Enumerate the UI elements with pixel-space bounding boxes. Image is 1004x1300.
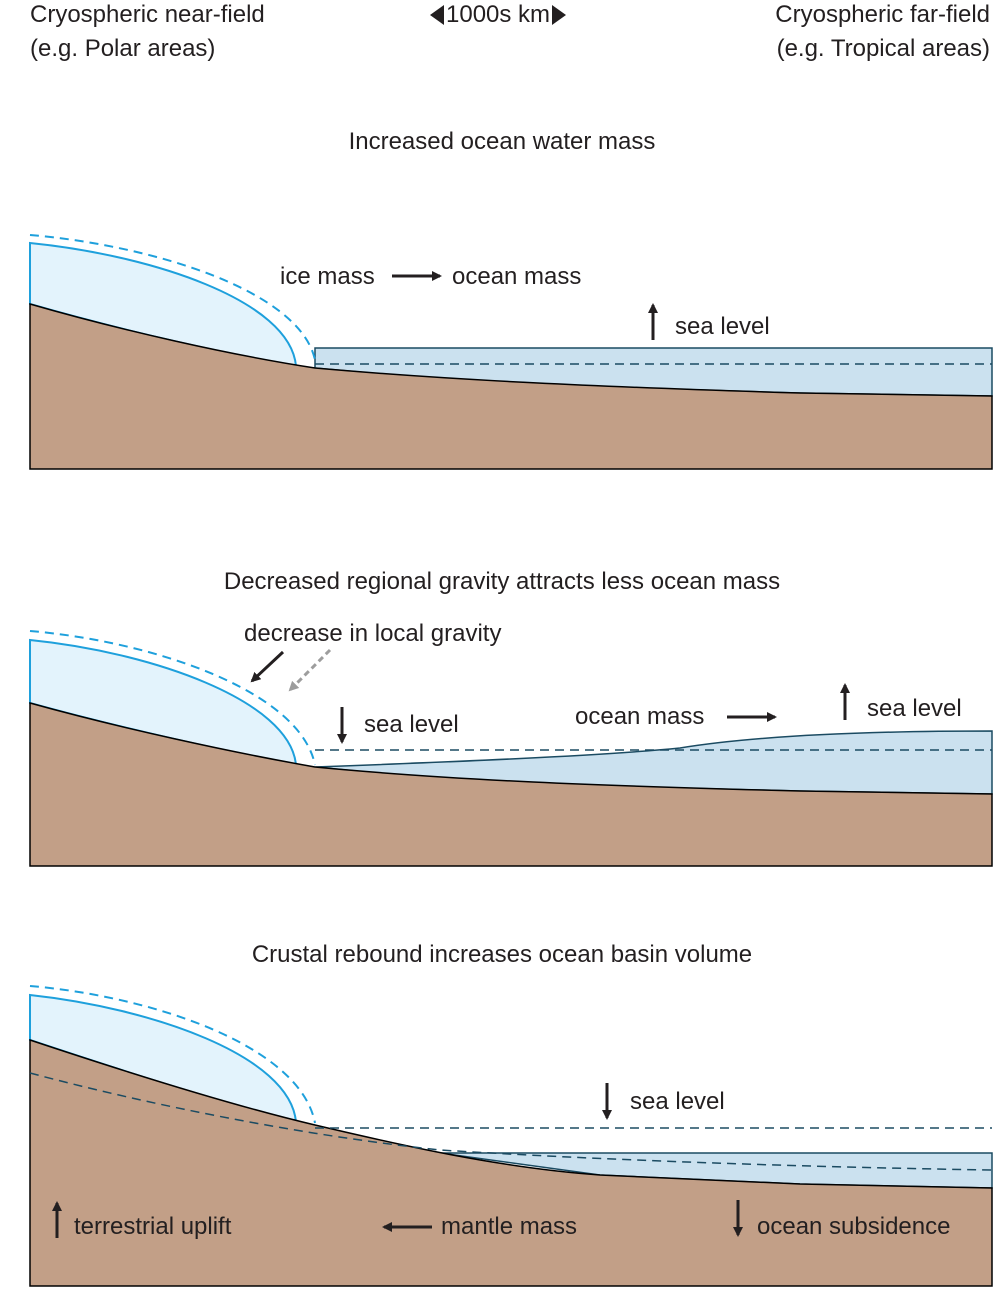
gravity-decrease-gray-arrow [288, 648, 332, 692]
sea-level-down-label: sea level [364, 711, 459, 738]
near-field-label: Cryospheric near-field (e.g. Polar areas… [30, 0, 265, 66]
sea-level-up-label: sea level [867, 695, 962, 722]
panel-3: sea level terrestrial uplift mantle mass… [29, 985, 993, 1287]
former-ground-surface [29, 1072, 993, 1171]
scale-indicator: 1000s km [430, 0, 567, 32]
near-field-title: Cryospheric near-field [30, 1, 265, 28]
ocean-water [314, 730, 993, 795]
panel-1-title: Increased ocean water mass [348, 128, 656, 155]
ground [29, 1038, 993, 1287]
ice-mass-label: ice mass [280, 263, 375, 290]
ground [29, 702, 993, 867]
former-ice-outline [29, 985, 316, 1124]
far-field-example: (e.g. Tropical areas) [776, 35, 990, 62]
near-field-example: (e.g. Polar areas) [30, 35, 216, 62]
panel-1: ice mass ocean mass sea level [29, 234, 993, 470]
panel-3-title: Crustal rebound increases ocean basin vo… [251, 941, 753, 968]
former-ice-outline [29, 234, 316, 361]
mantle-mass-label: mantle mass [441, 1213, 577, 1240]
former-ice-outline [29, 630, 316, 766]
panel-2: decrease in local gravity sea level ocea… [29, 620, 993, 867]
scale-label: 1000s km [446, 1, 551, 28]
ocean-mass-label: ocean mass [452, 263, 581, 290]
far-field-label: Cryospheric far-field (e.g. Tropical are… [775, 0, 990, 66]
arrow-left-icon [430, 5, 444, 25]
ocean-subsidence-label: ocean subsidence [757, 1213, 950, 1240]
sea-level-label: sea level [675, 313, 770, 340]
terrestrial-uplift-label: terrestrial uplift [74, 1213, 232, 1240]
arrow-right-icon [552, 5, 567, 25]
ground [29, 303, 993, 470]
gravity-decrease-arrow [250, 650, 285, 683]
ocean-mass-label: ocean mass [575, 703, 704, 730]
sea-level-label: sea level [630, 1088, 725, 1115]
decrease-gravity-label: decrease in local gravity [244, 620, 501, 647]
far-field-title: Cryospheric far-field [775, 1, 990, 28]
panel-2-title: Decreased regional gravity attracts less… [223, 568, 781, 595]
